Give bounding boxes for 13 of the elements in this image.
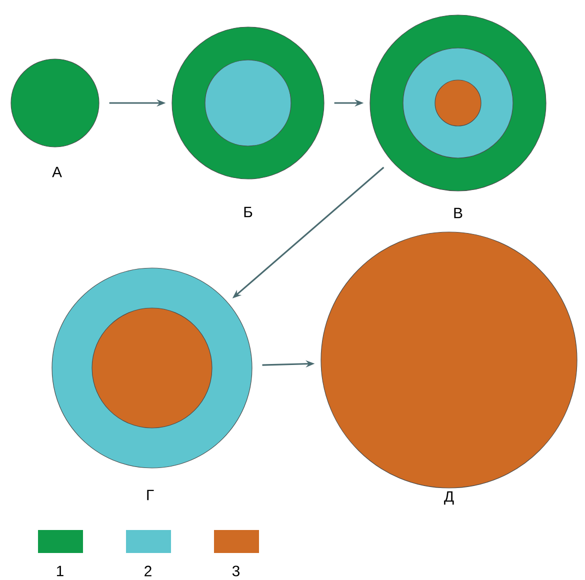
- legend-label: 1: [57, 566, 64, 576]
- circle: [320, 232, 578, 488]
- circle-label: Д: [444, 491, 454, 505]
- legend-label: 2: [144, 566, 152, 576]
- circle: [204, 60, 292, 146]
- circle-label: В: [454, 208, 462, 218]
- circle: [10, 58, 100, 148]
- circle-label: А: [52, 166, 62, 178]
- circle-label: Б: [244, 206, 252, 218]
- circle: [434, 80, 482, 126]
- circle-label: Г: [147, 490, 154, 500]
- circle: [92, 308, 212, 428]
- legend-label: 3: [232, 566, 240, 576]
